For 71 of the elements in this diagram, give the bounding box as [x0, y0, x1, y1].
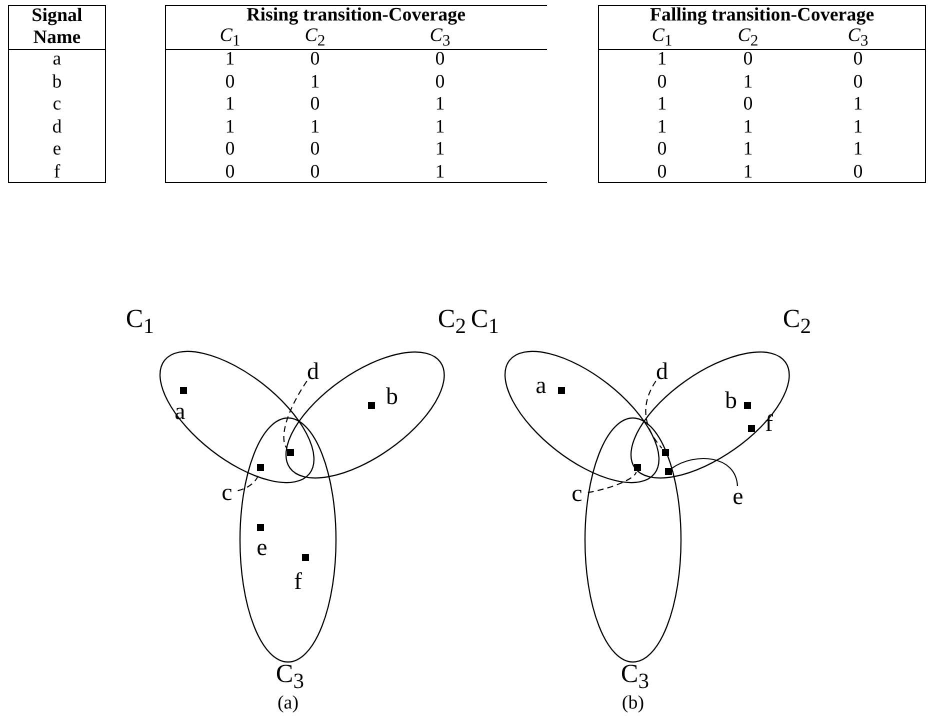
point-label: b — [724, 388, 737, 414]
coverage-value: 1 — [743, 117, 753, 138]
coverage-value: 0 — [743, 94, 753, 116]
leader-line — [588, 472, 637, 493]
signal-name: c — [52, 94, 62, 116]
coverage-value: 0 — [310, 140, 320, 161]
coverage-value: 1 — [657, 50, 667, 70]
point-label: f — [294, 568, 302, 596]
coverage-value: 1 — [310, 72, 320, 94]
figure-caption: (a) — [277, 694, 299, 714]
point-label: e — [732, 484, 744, 510]
leader-line — [283, 380, 308, 448]
set-label: C$_{3}$ — [276, 660, 304, 694]
coverage-value: 0 — [435, 72, 445, 94]
coverage-value: 0 — [310, 50, 320, 70]
coverage-value: 1 — [435, 94, 445, 116]
coverage-value: 0 — [657, 162, 667, 184]
point-label: d — [656, 358, 668, 386]
coverage-value: 0 — [225, 140, 235, 161]
signal-name: e — [52, 140, 62, 161]
column-subheader: C$_{3}$ — [430, 26, 450, 50]
coverage-value: 1 — [743, 72, 753, 94]
signal-name: f — [54, 162, 60, 184]
point-label: c — [572, 480, 582, 508]
coverage-value: 1 — [657, 94, 667, 116]
point-label: c — [222, 480, 232, 506]
point-label: e — [256, 534, 268, 562]
coverage-value: 1 — [435, 140, 445, 161]
column-subheader: C$_{2}$ — [738, 26, 758, 50]
coverage-value: 0 — [853, 72, 863, 94]
coverage-value: 0 — [743, 50, 753, 70]
signal-name: d — [52, 117, 62, 138]
coverage-value: 0 — [225, 72, 235, 94]
coverage-value: 1 — [743, 140, 753, 161]
signal-name: a — [52, 50, 62, 70]
coverage-value: 0 — [225, 162, 235, 184]
column-header: Rising transition-Coverage — [246, 6, 466, 26]
column-header: Falling transition-Coverage — [650, 6, 874, 26]
coverage-value: 1 — [657, 117, 667, 138]
coverage-value: 1 — [435, 117, 445, 138]
point-label: b — [386, 384, 398, 410]
set-label: C$_{2}$ — [438, 305, 466, 339]
coverage-value: 0 — [853, 50, 863, 70]
coverage-value: 1 — [225, 94, 235, 116]
coverage-value: 0 — [657, 72, 667, 94]
signal-name: b — [52, 72, 62, 94]
coverage-value: 0 — [853, 162, 863, 184]
figure-caption: (b) — [622, 694, 644, 714]
coverage-value: 1 — [853, 94, 863, 116]
coverage-value: 1 — [435, 162, 445, 184]
coverage-value: 1 — [853, 117, 863, 138]
column-subheader: C$_{1}$ — [652, 26, 672, 50]
coverage-value: 0 — [310, 162, 320, 184]
coverage-value: 1 — [310, 117, 320, 138]
set-label: C$_{1}$ — [470, 305, 500, 339]
coverage-value: 0 — [310, 94, 320, 116]
column-subheader: C$_{3}$ — [848, 26, 868, 50]
coverage-value: 1 — [225, 117, 235, 138]
set-label: C$_{2}$ — [782, 305, 812, 339]
point-label: d — [307, 358, 319, 386]
coverage-value: 1 — [225, 50, 235, 70]
set-label: C$_{1}$ — [126, 305, 154, 339]
coverage-value: 1 — [853, 140, 863, 161]
point-label: a — [536, 372, 546, 400]
leader-line — [645, 380, 662, 449]
column-subheader: C$_{2}$ — [304, 26, 326, 50]
coverage-value: 0 — [435, 50, 445, 70]
coverage-value: 1 — [743, 162, 753, 184]
column-subheader: C$_{1}$ — [220, 26, 240, 50]
coverage-value: 0 — [657, 140, 667, 161]
set-label: C$_{3}$ — [620, 660, 650, 694]
